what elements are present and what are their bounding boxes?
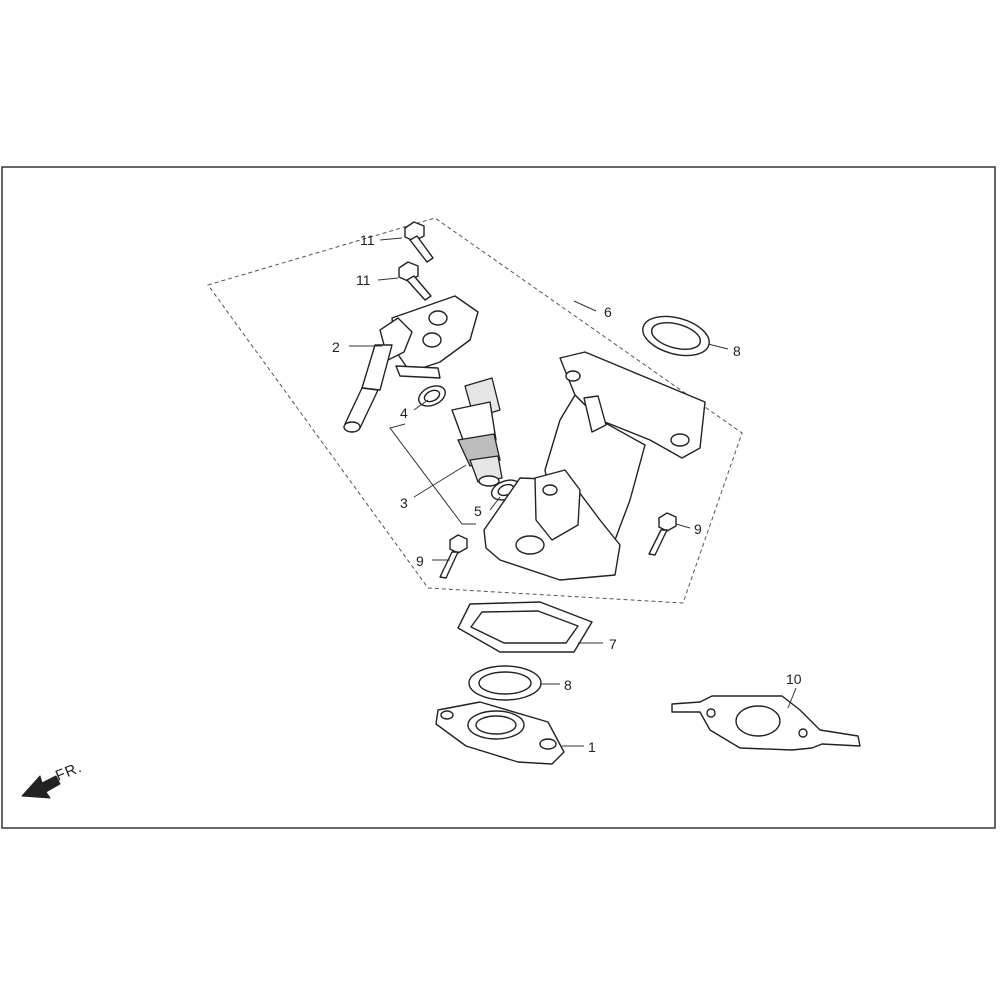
- callout-8-lower: 8: [564, 677, 572, 693]
- front-direction-label: FR.: [53, 759, 85, 785]
- assembly-boundary: [207, 217, 743, 604]
- gasket-part-7: [457, 601, 593, 653]
- bolt-part-11-lower: [398, 261, 432, 301]
- front-direction-arrow-icon: [21, 775, 61, 799]
- bolt-part-9-right: [648, 512, 677, 556]
- callout-11-lower: 11: [356, 272, 371, 288]
- callout-7: 7: [609, 636, 617, 652]
- insulator-part-1: [435, 701, 565, 765]
- intake-manifold-part-6: [483, 351, 706, 581]
- callout-6: 6: [604, 304, 612, 320]
- bolt-part-9-left: [439, 534, 468, 579]
- callout-5: 5: [474, 503, 482, 519]
- injector-part-3: [451, 377, 503, 487]
- seal-ring-part-8-lower: [468, 665, 542, 701]
- callout-4: 4: [400, 405, 408, 421]
- bolt-part-11-upper: [404, 221, 434, 263]
- callout-1: 1: [588, 739, 596, 755]
- gasket-part-10: [671, 695, 861, 751]
- callout-8-upper: 8: [733, 343, 741, 359]
- callout-10: 10: [786, 671, 802, 687]
- fuel-joint-part-2: [343, 295, 479, 433]
- callout-2: 2: [332, 339, 340, 355]
- diagram-frame: [1, 166, 996, 829]
- o-ring-part-4: [418, 385, 446, 407]
- callout-9-left: 9: [416, 553, 424, 569]
- leader-lines: [349, 237, 797, 747]
- callout-3: 3: [400, 495, 408, 511]
- callout-11-upper: 11: [360, 232, 375, 248]
- seal-ring-part-8-upper: [642, 315, 710, 357]
- callout-9-right: 9: [694, 521, 702, 537]
